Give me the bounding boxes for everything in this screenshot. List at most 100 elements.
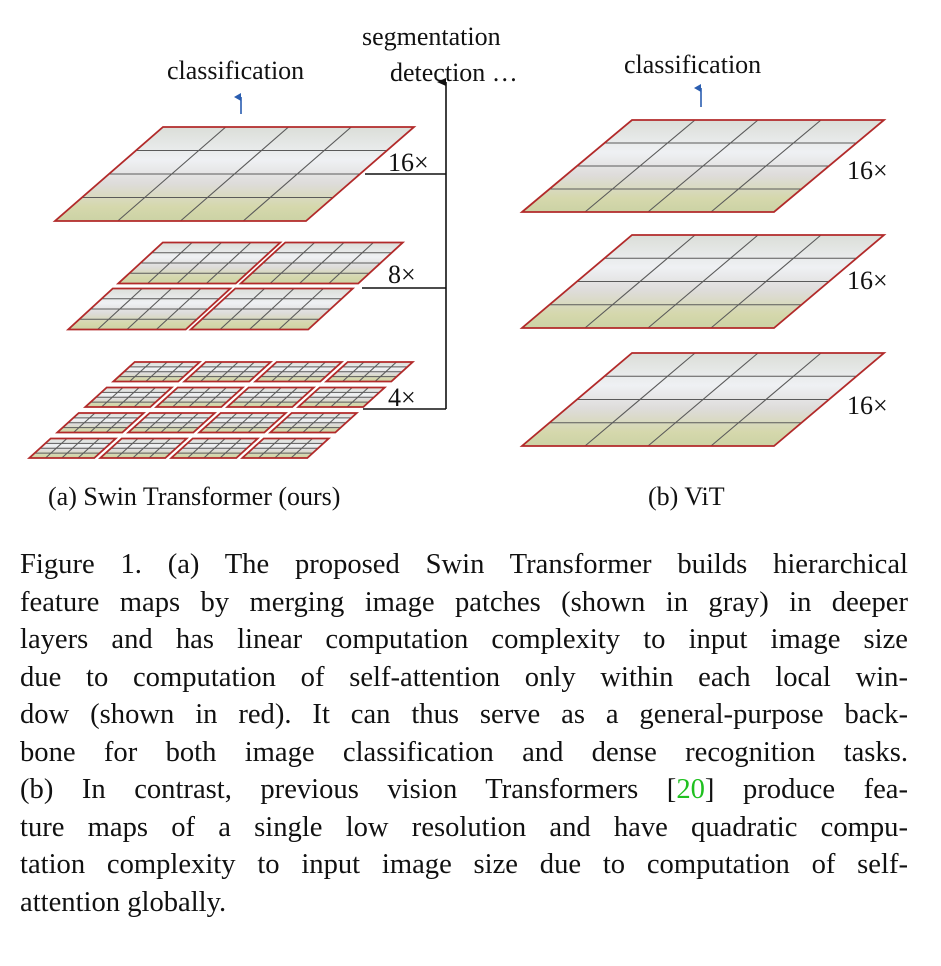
window-border bbox=[168, 437, 261, 459]
caption-line: bone for both image classification and d… bbox=[20, 736, 908, 768]
attention-window bbox=[323, 361, 416, 383]
caption-line: (b) In contrast, previous vision Transfo… bbox=[20, 771, 908, 809]
patch-gridline bbox=[205, 242, 252, 284]
attention-window bbox=[115, 241, 283, 285]
attention-window bbox=[52, 126, 417, 222]
swin-stage-4x bbox=[26, 361, 416, 459]
caption-line: attention globally. bbox=[20, 886, 227, 918]
attention-window bbox=[125, 412, 218, 434]
window-border bbox=[65, 287, 233, 331]
vit-layer-1 bbox=[519, 119, 887, 213]
citation-link[interactable]: 20 bbox=[676, 774, 705, 805]
window-border bbox=[125, 412, 218, 434]
attention-window bbox=[181, 361, 274, 383]
attention-window bbox=[153, 386, 246, 408]
window-border bbox=[224, 386, 317, 408]
window-border bbox=[52, 126, 417, 222]
window-border bbox=[519, 352, 887, 447]
vit-classification-label: classification bbox=[624, 50, 762, 79]
patch-gridline bbox=[77, 438, 100, 459]
attention-window bbox=[26, 437, 119, 459]
attention-window bbox=[238, 241, 406, 285]
detection-label: detection … bbox=[390, 58, 518, 87]
feature-pyramid-connector bbox=[362, 78, 447, 410]
window-border bbox=[54, 412, 147, 434]
window-border bbox=[239, 437, 332, 459]
attention-window bbox=[196, 412, 289, 434]
patch-gridline bbox=[328, 242, 374, 284]
window-border bbox=[238, 241, 406, 285]
vit-layer-3 bbox=[519, 352, 887, 447]
window-border bbox=[97, 437, 190, 459]
patch-gridline bbox=[176, 412, 199, 433]
window-border bbox=[519, 119, 887, 213]
caption-line: layers and has linear computation comple… bbox=[20, 624, 908, 655]
attention-window bbox=[168, 437, 261, 459]
attention-window bbox=[239, 437, 332, 459]
attention-window bbox=[224, 386, 317, 408]
attention-window bbox=[519, 234, 887, 329]
window-border bbox=[323, 361, 416, 383]
vit-scale-16x-3: 16× bbox=[847, 391, 888, 420]
patch-gridline bbox=[275, 387, 298, 408]
caption-text: (b) In contrast, previous vision Transfo… bbox=[20, 774, 677, 805]
patch-gridline bbox=[346, 387, 369, 408]
patch-gridline bbox=[710, 352, 822, 447]
figure-caption: Figure 1. (a) The proposed Swin Transfor… bbox=[20, 546, 908, 921]
window-border bbox=[295, 386, 388, 408]
window-border bbox=[110, 361, 203, 383]
window-border bbox=[115, 241, 283, 285]
patch-gridline bbox=[247, 412, 270, 433]
vit-layer-2 bbox=[519, 234, 887, 329]
attention-window bbox=[97, 437, 190, 459]
patch-gridline bbox=[318, 412, 341, 433]
attention-window bbox=[82, 386, 175, 408]
vit-scale-16x-2: 16× bbox=[847, 266, 888, 295]
patch-gridline bbox=[278, 288, 324, 330]
patch-gridline bbox=[710, 119, 822, 213]
swin-scale-8x: 8× bbox=[388, 260, 416, 289]
caption-text: ] produce fea- bbox=[704, 774, 908, 805]
attention-window bbox=[519, 352, 887, 447]
patch-gridline bbox=[232, 361, 255, 382]
swin-scale-16x: 16× bbox=[388, 148, 429, 177]
caption-line: dow (shown in red). It can thus serve as… bbox=[20, 699, 908, 730]
segmentation-label: segmentation bbox=[362, 22, 501, 51]
swin-stage-8x bbox=[65, 241, 406, 331]
caption-line: ture maps of a single low resolution and… bbox=[20, 811, 908, 843]
caption-line: Figure 1. (a) The proposed Swin Transfor… bbox=[20, 549, 908, 580]
caption-line: tation complexity to input image size du… bbox=[20, 849, 908, 880]
patch-gridline bbox=[242, 126, 352, 222]
swin-classification-label: classification bbox=[167, 56, 305, 85]
patch-gridline bbox=[710, 234, 822, 329]
attention-window bbox=[295, 386, 388, 408]
window-border bbox=[82, 386, 175, 408]
window-border bbox=[153, 386, 246, 408]
attention-window bbox=[110, 361, 203, 383]
patch-gridline bbox=[204, 387, 227, 408]
window-border bbox=[267, 412, 360, 434]
swin-stage-16x bbox=[52, 126, 417, 222]
attention-window bbox=[54, 412, 147, 434]
patch-gridline bbox=[303, 361, 326, 382]
swin-subcaption: (a) Swin Transformer (ours) bbox=[48, 482, 341, 511]
window-border bbox=[188, 287, 356, 331]
patch-gridline bbox=[219, 438, 242, 459]
patch-gridline bbox=[105, 412, 128, 433]
patch-gridline bbox=[133, 387, 156, 408]
vit-subcaption: (b) ViT bbox=[648, 482, 725, 511]
window-border bbox=[252, 361, 345, 383]
patch-gridline bbox=[148, 438, 171, 459]
patch-gridline bbox=[290, 438, 313, 459]
window-border bbox=[196, 412, 289, 434]
attention-window bbox=[267, 412, 360, 434]
patch-gridline bbox=[161, 361, 184, 382]
swin-vs-vit-diagram bbox=[26, 78, 887, 459]
patch-gridline bbox=[155, 288, 202, 330]
attention-window bbox=[519, 119, 887, 213]
attention-window bbox=[188, 287, 356, 331]
patch-gridline bbox=[374, 361, 397, 382]
vit-scale-16x-1: 16× bbox=[847, 156, 888, 185]
window-border bbox=[519, 234, 887, 329]
window-border bbox=[26, 437, 119, 459]
